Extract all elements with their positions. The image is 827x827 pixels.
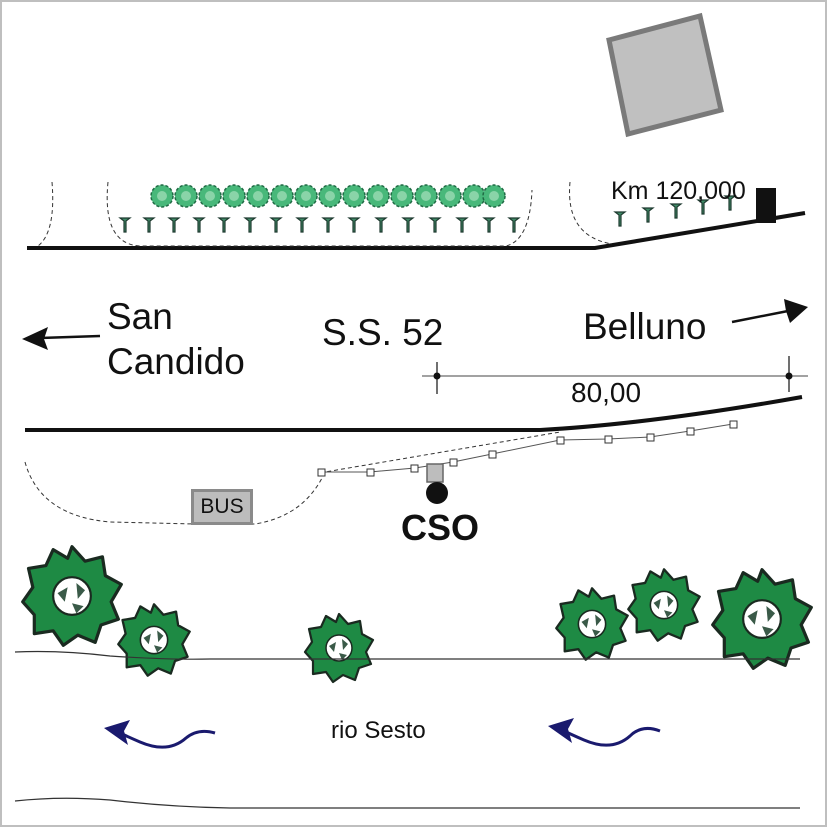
distance-label: 80,00 [571,377,642,408]
dashed-boundary [37,181,54,247]
dashed-boundary [24,431,561,525]
river-bank-north [14,650,800,660]
road-name: S.S. 52 [322,312,444,353]
flow-arrow-icon [548,718,661,747]
dashed-boundary [569,181,613,245]
shrub-row [150,184,506,208]
bus-stop: BUS [191,489,253,525]
dashed-boundary [106,181,533,247]
km-marker-label: Km 120,000 [611,177,746,205]
station-label: CSO [401,507,480,548]
km-post [756,188,776,223]
station-marker [426,463,448,504]
dimension-line [422,356,808,394]
guardrail [317,420,738,477]
road-edge-south [25,395,803,432]
bus-stop-label: BUS [200,495,244,518]
bushes [21,545,813,684]
river-bank-south [14,797,800,809]
arrow-east-icon [731,299,808,324]
direction-west-line1: San [107,296,173,337]
building [606,12,724,138]
direction-east: Belluno [583,306,707,347]
flow-arrow-icon [104,720,216,749]
arrow-west-icon [22,327,101,350]
direction-west-line2: Candido [107,341,245,382]
river-label: rio Sesto [331,717,426,744]
